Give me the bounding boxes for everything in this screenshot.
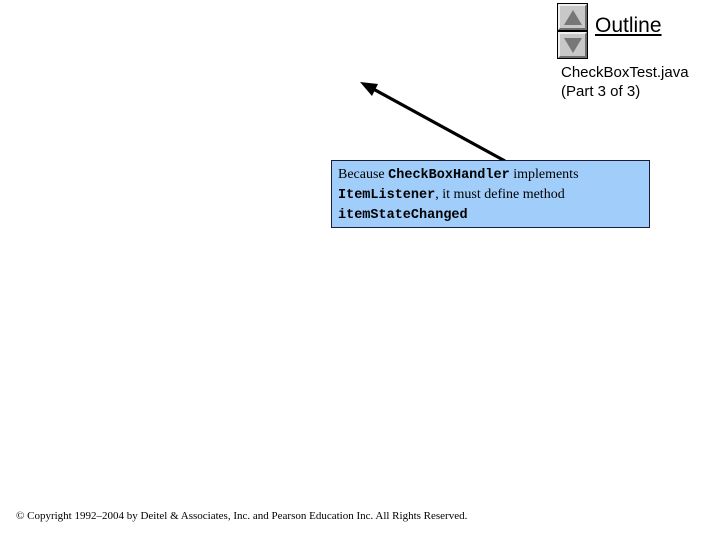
subtitle-part: (Part 3 of 3) <box>561 83 641 100</box>
triangle-down-icon <box>563 37 582 53</box>
page-title: Outline <box>595 14 662 37</box>
callout-text-must-define: , it must define method <box>435 187 565 202</box>
callout-text-because: Because <box>338 167 389 182</box>
slide-subtitle: CheckBoxTest.java (Part 3 of 3) <box>561 63 689 101</box>
callout-line-3: itemStateChanged <box>338 205 649 225</box>
triangle-up-icon <box>563 9 582 25</box>
code-checkboxhandler: CheckBoxHandler <box>388 168 510 183</box>
callout-line-1: Because CheckBoxHandler implements <box>338 165 649 185</box>
scroll-down-button[interactable] <box>557 31 588 59</box>
code-itemstatechanged: itemStateChanged <box>338 208 468 223</box>
subtitle-filename: CheckBoxTest.java <box>561 64 689 81</box>
callout-text-implements: implements <box>509 167 579 182</box>
scroll-up-button[interactable] <box>557 3 588 31</box>
callout-box: Because CheckBoxHandler implements ItemL… <box>331 160 650 228</box>
copyright-footer: © Copyright 1992–2004 by Deitel & Associ… <box>16 510 468 522</box>
callout-line-2: ItemListener, it must define method <box>338 185 649 205</box>
code-itemlistener: ItemListener <box>338 188 436 203</box>
